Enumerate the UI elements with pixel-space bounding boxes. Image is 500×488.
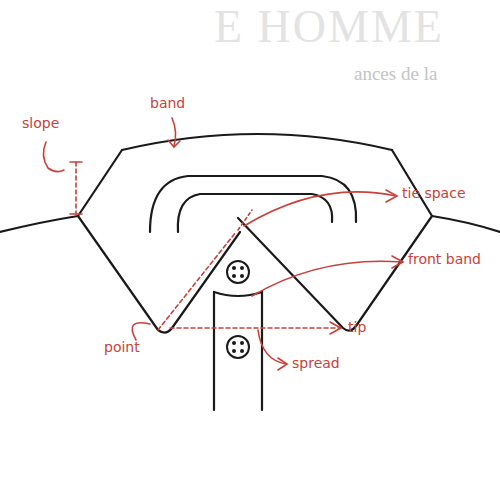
part-label: tie space — [402, 186, 466, 201]
watermark-text: E HOMME — [214, 2, 444, 53]
part-label: slope — [22, 116, 59, 131]
part-label: tip — [348, 320, 366, 335]
part-label: band — [150, 96, 185, 111]
part-label: point — [104, 340, 140, 355]
part-label: spread — [292, 356, 340, 371]
watermark-text: ances de la — [354, 64, 437, 85]
part-label: front band — [408, 252, 481, 267]
